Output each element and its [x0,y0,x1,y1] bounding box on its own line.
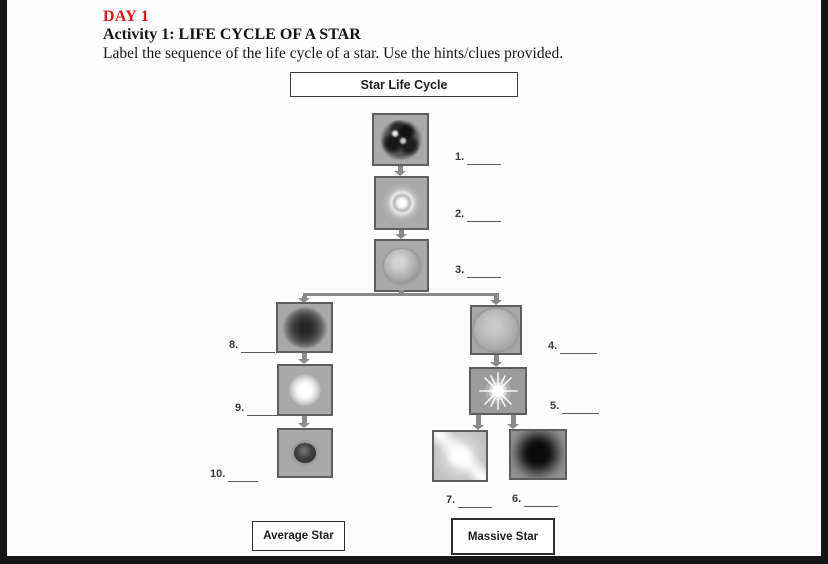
answer-blank-9: 9. [235,402,279,416]
blank-number: 5. [550,400,560,412]
blank-line [467,209,502,222]
blank-number: 9. [235,402,245,414]
activity-title: Activity 1: LIFE CYCLE OF A STAR [103,26,361,43]
main-sequence-star-icon [383,248,420,283]
supernova-icon [479,372,518,410]
arrow-down-icon [490,355,502,367]
massive-star-label-box: Massive Star [451,518,555,555]
page-frame-right [821,0,828,564]
blank-number: 10. [210,468,226,480]
page-frame-left [0,0,7,564]
blank-number: 1. [455,151,465,163]
page-frame-bottom [0,556,828,564]
arrow-down-icon [298,416,310,428]
answer-blank-10: 10. [210,468,259,482]
stage-box-1 [372,113,429,166]
blank-line [241,340,276,353]
day-label: DAY 1 [103,8,150,25]
blank-line [467,152,502,165]
average-star-label: Average Star [263,530,334,542]
arrow-down-icon [507,415,519,429]
blank-line [458,495,493,508]
protostar-icon [377,179,426,227]
chart-title-box: Star Life Cycle [290,72,518,97]
stage-box-10 [277,428,333,478]
blank-line [467,265,502,278]
stage-box-9 [277,364,333,416]
chart-title: Star Life Cycle [360,77,448,92]
average-star-label-box: Average Star [252,521,345,551]
pulsar-icon [434,432,486,480]
arrow-down-icon [490,296,502,305]
arrow-down-icon [394,166,406,176]
stage-box-3 [374,239,429,292]
arrow-down-icon [298,296,310,303]
blank-line [560,341,598,354]
arrow-down-icon [395,230,407,239]
answer-blank-8: 8. [229,339,276,353]
red-supergiant-icon [474,309,518,351]
black-hole-icon [511,431,565,478]
black-dwarf-icon [294,443,316,463]
arrow-down-icon [298,353,310,364]
blank-number: 7. [446,494,456,506]
stage-box-6 [509,429,567,480]
stage-box-8 [276,302,333,353]
branch-horizontal-line [303,293,499,296]
massive-star-label: Massive Star [467,530,539,543]
answer-blank-6: 6. [512,493,559,507]
branch-stub-line [399,290,404,294]
answer-blank-3: 3. [455,264,502,278]
blank-line [228,469,259,482]
stage-box-2 [374,176,429,230]
stage-box-5 [469,367,527,415]
answer-blank-1: 1. [455,151,502,165]
blank-line [247,403,279,416]
nebula-icon [379,119,422,160]
blank-number: 4. [548,340,558,352]
answer-blank-7: 7. [446,494,493,508]
answer-blank-5: 5. [550,400,600,414]
blank-number: 6. [512,493,522,505]
answer-blank-4: 4. [548,340,598,354]
red-giant-icon [282,307,327,348]
arrow-down-icon [472,415,484,430]
stage-box-4 [470,305,522,355]
answer-blank-2: 2. [455,208,502,222]
white-dwarf-icon [289,374,321,406]
blank-line [524,494,559,507]
blank-number: 3. [455,264,465,276]
blank-number: 8. [229,339,239,351]
stage-box-7 [432,430,488,482]
blank-number: 2. [455,208,465,220]
instructions-text: Label the sequence of the life cycle of … [103,45,564,62]
blank-line [562,401,600,414]
